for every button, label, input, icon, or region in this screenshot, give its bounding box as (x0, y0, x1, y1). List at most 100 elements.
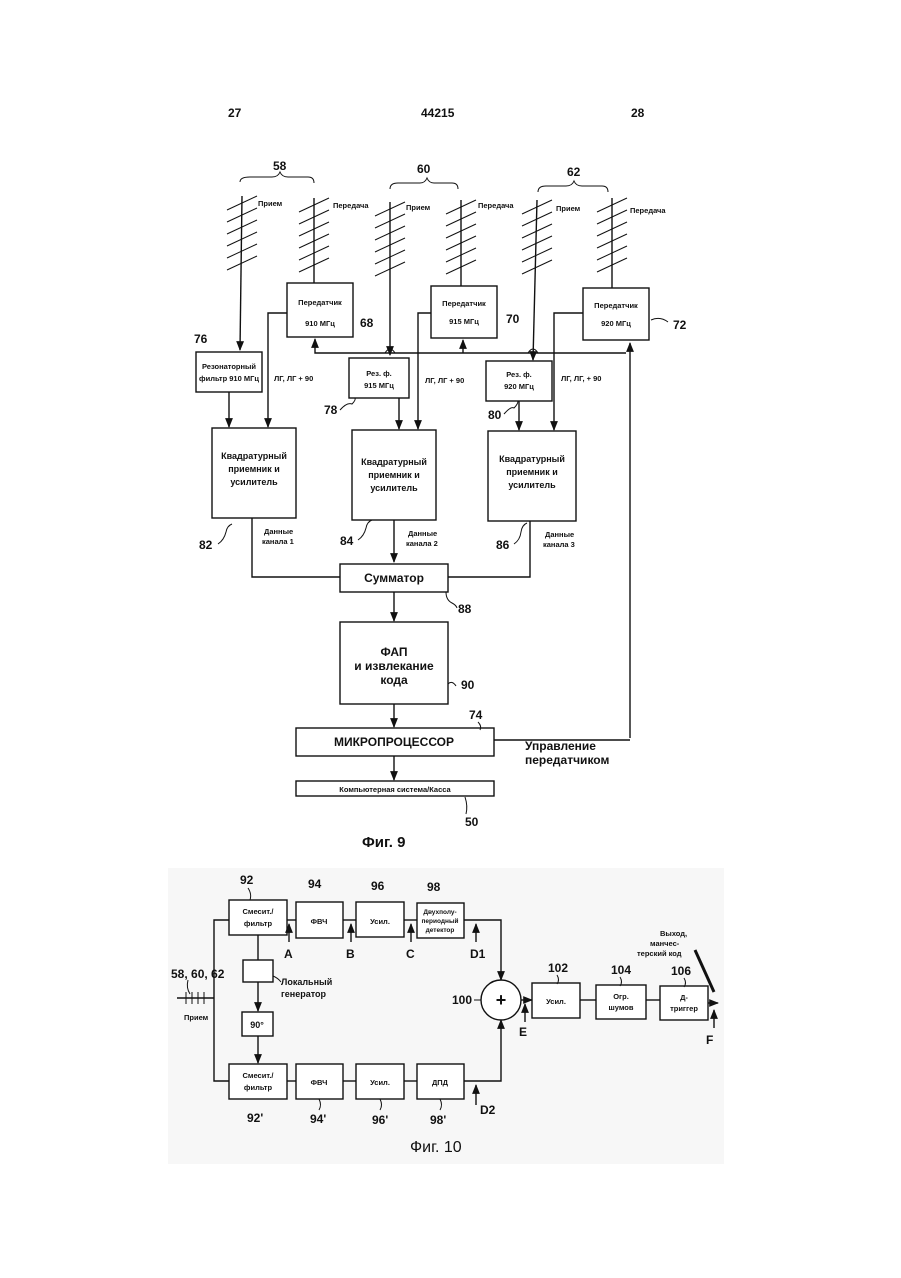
tx-label-1: Передача (333, 201, 369, 210)
svg-text:915 МГц: 915 МГц (364, 381, 394, 390)
d-trigger: Д- триггер (660, 986, 708, 1020)
svg-text:ФВЧ: ФВЧ (311, 1078, 328, 1087)
detector-top: Двухполу- периодный детектор (417, 903, 464, 938)
test-point-c: C (406, 947, 415, 961)
antenna-group-brace-60 (390, 178, 458, 189)
output-label-line3: терский код (637, 949, 682, 958)
lo-label-1: ЛГ, ЛГ + 90 (274, 374, 313, 383)
noise-limiter: Огр. шумов (596, 985, 646, 1019)
phase-shifter-90: 90° (242, 1012, 273, 1036)
test-point-d2: D2 (480, 1103, 496, 1117)
svg-text:детектор: детектор (426, 927, 455, 934)
svg-text:ФВЧ: ФВЧ (311, 917, 328, 926)
trigger-ref-106: 106 (671, 964, 691, 978)
computer-system: Компьютерная система/Касса (296, 781, 494, 796)
svg-text:Усил.: Усил. (546, 997, 566, 1006)
svg-text:Рез. ф.: Рез. ф. (506, 370, 532, 379)
svg-text:ФАП: ФАП (380, 645, 407, 659)
receiver-ref-86: 86 (496, 538, 510, 552)
input-refs: 58, 60, 62 (171, 967, 225, 981)
filter-ref-80: 80 (488, 408, 502, 422)
svg-text:915 МГц: 915 МГц (449, 317, 479, 326)
antenna-group-brace-62 (538, 181, 608, 192)
svg-text:фильтр 910 МГц: фильтр 910 МГц (199, 374, 259, 383)
figure-10: 58, 60, 62 Прием Смесит./ фильтр 92 ФВЧ … (168, 868, 724, 1164)
figure-10-caption: Фиг. 10 (410, 1139, 462, 1156)
svg-text:усилитель: усилитель (230, 477, 278, 487)
svg-text:Квадратурный: Квадратурный (361, 457, 427, 467)
amp-ref-96-prime: 96' (372, 1113, 388, 1127)
amp-top: Усил. (356, 902, 404, 937)
test-point-d1: D1 (470, 947, 486, 961)
svg-text:МИКРОПРОЦЕССОР: МИКРОПРОЦЕССОР (334, 735, 454, 749)
svg-text:периодный: периодный (422, 917, 459, 925)
figure-9: 58 60 62 Прием Передача Прием Передача (194, 159, 687, 851)
svg-text:Смесит./: Смесит./ (243, 1071, 275, 1080)
tx-label-2: Передача (478, 201, 514, 210)
antenna-group-brace-58 (240, 172, 314, 183)
svg-text:Квадратурный: Квадратурный (499, 454, 565, 464)
svg-text:приемник и: приемник и (368, 470, 420, 480)
detector-bottom: ДПД (417, 1064, 464, 1099)
antenna-group-ref-60: 60 (417, 162, 431, 176)
mixer-ref-92: 92 (240, 873, 254, 887)
svg-text:приемник и: приемник и (506, 467, 558, 477)
amp-bottom: Усил. (356, 1064, 404, 1099)
input-label: Прием (184, 1013, 209, 1022)
svg-text:Компьютерная система/Касса: Компьютерная система/Касса (339, 785, 451, 794)
svg-text:Резонаторный: Резонаторный (202, 362, 256, 371)
svg-text:Д-: Д- (680, 993, 688, 1002)
microprocessor-ref-74: 74 (469, 708, 483, 722)
hpf-bottom: ФВЧ (296, 1064, 343, 1099)
transmitter-915: Передатчик 915 МГц (431, 286, 497, 338)
test-point-e: E (519, 1025, 527, 1039)
page-number-right: 28 (631, 106, 645, 120)
transmitter-ref-68: 68 (360, 316, 374, 330)
quadrature-receiver-1: Квадратурный приемник и усилитель (212, 428, 296, 518)
svg-text:Усил.: Усил. (370, 917, 390, 926)
svg-text:Передатчик: Передатчик (594, 301, 638, 310)
test-point-f: F (706, 1033, 713, 1047)
local-oscillator-label-line1: Локальный (281, 977, 332, 987)
data-channel-2-line2: канала 2 (406, 539, 438, 548)
amp-ref-102: 102 (548, 961, 568, 975)
svg-text:усилитель: усилитель (508, 480, 556, 490)
test-point-b: B (346, 947, 355, 961)
tx-control-label-line1: Управление (525, 739, 596, 753)
svg-text:Передатчик: Передатчик (442, 299, 486, 308)
svg-text:и извлекание: и извлекание (354, 659, 434, 673)
filter-ref-78: 78 (324, 403, 338, 417)
receiver-ref-82: 82 (199, 538, 213, 552)
svg-text:фильтр: фильтр (244, 919, 273, 928)
hpf-top: ФВЧ (296, 902, 343, 938)
test-point-a: A (284, 947, 293, 961)
figure-9-caption: Фиг. 9 (362, 834, 405, 851)
summator: Сумматор (340, 564, 448, 592)
tx-control-label-line2: передатчиком (525, 753, 609, 767)
svg-text:шумов: шумов (609, 1003, 634, 1012)
antenna-rx-2 (375, 202, 405, 355)
antenna-group-ref-58: 58 (273, 159, 287, 173)
lo-label-3: ЛГ, ЛГ, + 90 (561, 374, 601, 383)
svg-text:920 МГц: 920 МГц (504, 382, 534, 391)
mixer-ref-92-prime: 92' (247, 1111, 263, 1125)
transmitter-ref-72: 72 (673, 318, 687, 332)
antenna-rx-3 (522, 200, 552, 360)
antenna-rx-1 (227, 196, 257, 350)
limiter-ref-104: 104 (611, 963, 631, 977)
svg-text:Передатчик: Передатчик (298, 298, 342, 307)
svg-text:усилитель: усилитель (370, 483, 418, 493)
amp-ref-96: 96 (371, 879, 385, 893)
receiver-ref-84: 84 (340, 534, 354, 548)
data-channel-3-line1: Данные (545, 530, 574, 539)
transmitter-ref-70: 70 (506, 312, 520, 326)
quadrature-receiver-3: Квадратурный приемник и усилитель (488, 431, 576, 521)
adder: + (481, 980, 521, 1020)
antenna-tx-3 (597, 198, 627, 288)
svg-text:Сумматор: Сумматор (364, 571, 424, 585)
adder-ref-100: 100 (452, 993, 472, 1007)
mixer-filter-top: Смесит./ фильтр (229, 900, 287, 935)
svg-text:+: + (496, 990, 507, 1010)
resonator-filter-915: Рез. ф. 915 МГц (349, 358, 409, 398)
